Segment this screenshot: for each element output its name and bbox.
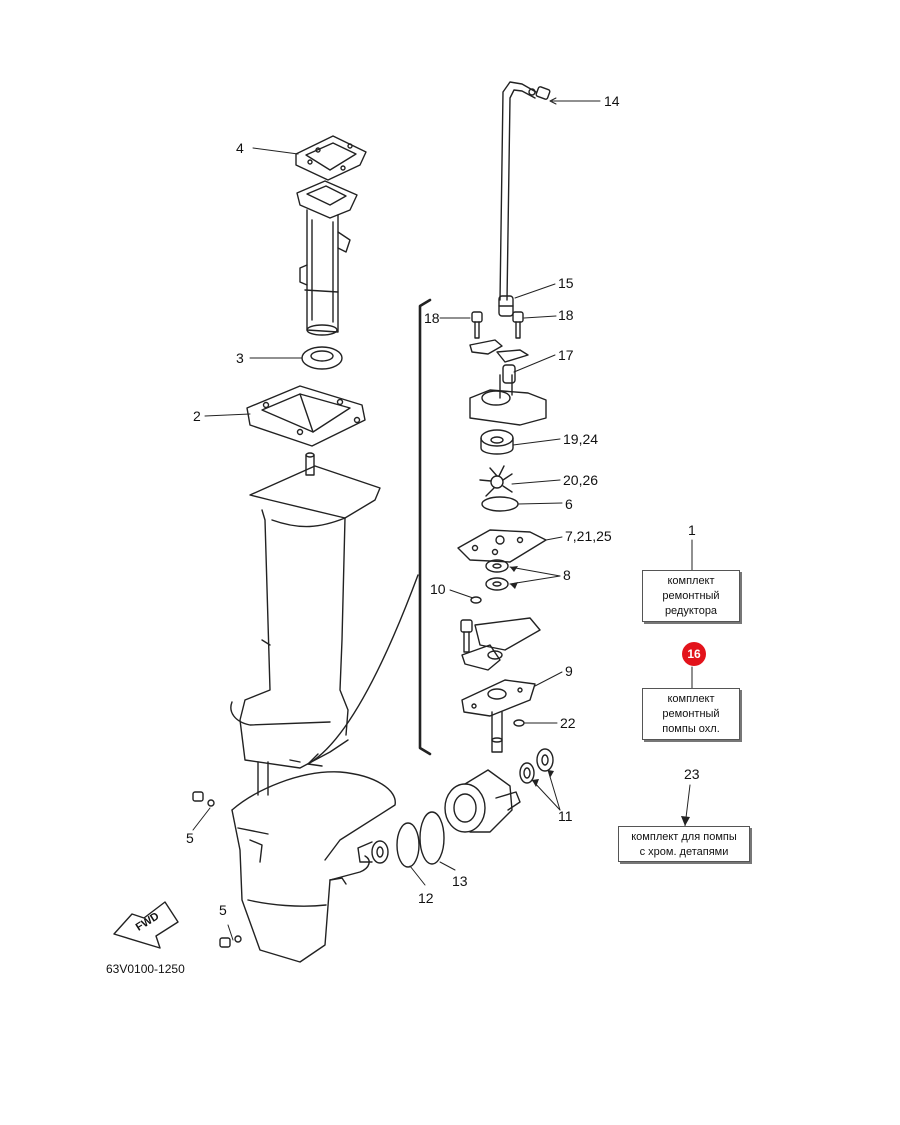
callout-4: 4 [236, 140, 244, 156]
kit-gear-line-1: комплект [667, 575, 715, 587]
callout-16-badge: 16 [682, 642, 706, 666]
pump-housing [469, 374, 547, 426]
arrowheads [510, 566, 690, 826]
callout-8: 8 [563, 567, 571, 583]
drive-shaft-housing [230, 452, 381, 769]
callout-5-lower: 5 [219, 902, 227, 918]
water-tube [499, 81, 551, 301]
gear-case [231, 759, 396, 963]
kit-box-gear-repair: комплект ремонтный редуктора [642, 570, 740, 622]
kit-pump-line-1: комплект [667, 693, 715, 705]
part-6-o-ring [481, 496, 519, 512]
callout-22: 22 [560, 715, 576, 731]
part-17-plate [469, 339, 529, 384]
callout-14: 14 [604, 93, 620, 109]
kit-chrome-line-1: комплект для помпы [631, 831, 737, 843]
callout-5-upper: 5 [186, 830, 194, 846]
callout-13: 13 [452, 873, 468, 889]
bracket-arrow-line [307, 574, 419, 765]
part-8-seals [485, 559, 509, 591]
callout-20-26: 20,26 [563, 472, 599, 488]
part-13-o-ring [419, 811, 445, 865]
callout-15: 15 [558, 275, 574, 291]
part-12-o-ring [396, 822, 420, 868]
upper-housing [296, 180, 358, 336]
callout-1: 1 [688, 522, 696, 538]
part-7-plate [457, 529, 547, 563]
part-20-impeller [479, 465, 513, 497]
callout-7-21-25: 7,21,25 [565, 528, 612, 544]
fwd-arrow [113, 901, 179, 949]
kit-box-chrome-pump: комплект для помпы с хром. детапями [618, 826, 750, 862]
callout-23: 23 [684, 766, 700, 782]
part-2-gasket [246, 385, 366, 447]
callout-3: 3 [236, 350, 244, 366]
callout-18-left: 18 [424, 310, 440, 326]
kit-gear-line-3: редуктора [664, 605, 718, 617]
diagram-code: 63V0100-1250 [106, 962, 185, 976]
part-9-gasket [461, 679, 536, 717]
callout-11: 11 [558, 808, 573, 824]
kit-chrome-line-2: с хром. детапями [639, 846, 729, 858]
part-10-o-ring [470, 596, 482, 604]
callout-17: 17 [558, 347, 574, 363]
part-15-grommet [498, 295, 514, 317]
kit-box-pump-repair: комплект ремонтный помпы охл. [642, 688, 740, 740]
part-4-gasket [295, 135, 367, 181]
bolts-18 [471, 311, 524, 339]
part-3-seal [301, 346, 343, 370]
leader-lines [192, 97, 693, 941]
drive-shaft [491, 711, 503, 753]
pump-group-bracket [418, 298, 432, 756]
propeller-shaft-housing [444, 769, 521, 833]
kit-gear-line-2: ремонтный [662, 590, 720, 602]
part-11-bearings [519, 748, 554, 784]
part-5-screws [192, 791, 242, 948]
callout-2: 2 [193, 408, 201, 424]
part-22-ring [513, 719, 525, 727]
callout-12: 12 [418, 890, 434, 906]
callout-19-24: 19,24 [563, 431, 599, 447]
pump-base [460, 617, 541, 671]
kit-pump-line-3: помпы охл. [662, 723, 720, 735]
callout-10: 10 [430, 581, 446, 597]
callout-6: 6 [565, 496, 573, 512]
kit-pump-line-2: ремонтный [662, 708, 720, 720]
callout-18-right: 18 [558, 307, 574, 323]
part-19-insert [480, 429, 514, 455]
callout-9: 9 [565, 663, 573, 679]
